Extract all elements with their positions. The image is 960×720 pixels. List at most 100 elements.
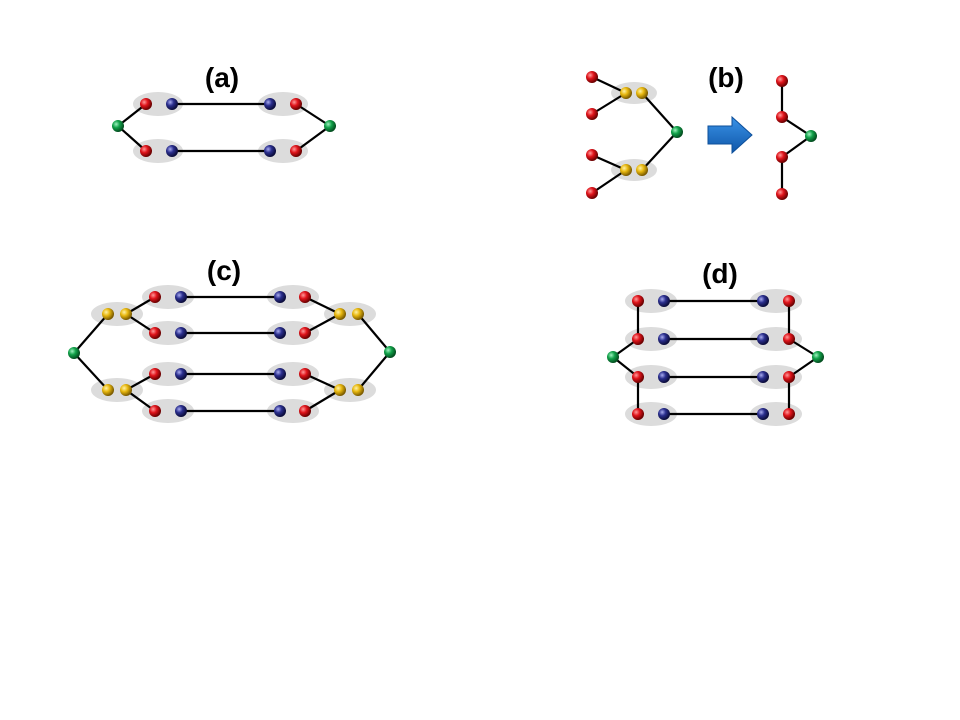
pair-highlight — [324, 378, 376, 402]
bond-line — [640, 130, 679, 172]
green-atom — [812, 351, 824, 363]
green-atom — [607, 351, 619, 363]
blue-atom — [658, 371, 670, 383]
yellow-atom — [636, 87, 648, 99]
red-atom — [149, 405, 161, 417]
pair-highlight — [324, 302, 376, 326]
yellow-atom — [102, 384, 114, 396]
yellow-atom — [620, 164, 632, 176]
bond-line — [590, 168, 628, 195]
bond-line — [72, 312, 110, 355]
pair-highlight — [91, 378, 143, 402]
red-atom — [149, 291, 161, 303]
blue-atom — [757, 408, 769, 420]
yellow-atom — [352, 384, 364, 396]
red-atom — [290, 98, 302, 110]
yellow-atom — [352, 308, 364, 320]
red-atom — [783, 371, 795, 383]
panel-d-diagram — [607, 289, 824, 426]
red-atom — [149, 327, 161, 339]
bond-line — [294, 102, 332, 128]
bond-line — [356, 350, 392, 392]
blue-atom — [175, 291, 187, 303]
yellow-atom — [636, 164, 648, 176]
pair-highlight — [258, 139, 308, 163]
red-atom — [299, 327, 311, 339]
yellow-atom — [620, 87, 632, 99]
red-atom — [140, 145, 152, 157]
red-atom — [299, 291, 311, 303]
panel-c-diagram — [68, 285, 396, 423]
blue-atom — [658, 408, 670, 420]
blue-atom — [175, 405, 187, 417]
red-atom — [776, 151, 788, 163]
red-atom — [632, 333, 644, 345]
panel-label-d: (d) — [702, 258, 738, 289]
red-atom — [632, 295, 644, 307]
yellow-atom — [334, 384, 346, 396]
green-atom — [68, 347, 80, 359]
blue-atom — [274, 291, 286, 303]
red-atom — [783, 333, 795, 345]
blue-atom — [264, 145, 276, 157]
bond-line — [590, 153, 628, 172]
red-atom — [776, 75, 788, 87]
red-atom — [776, 111, 788, 123]
panel-label-b: (b) — [708, 62, 744, 93]
green-atom — [324, 120, 336, 132]
blue-atom — [166, 145, 178, 157]
red-atom — [149, 368, 161, 380]
blue-atom — [757, 295, 769, 307]
red-atom — [586, 149, 598, 161]
bond-line — [303, 372, 342, 392]
bond-line — [356, 312, 392, 354]
bond-line — [72, 351, 110, 392]
blue-atom — [175, 368, 187, 380]
bond-line — [640, 91, 679, 134]
transform-arrow — [707, 115, 753, 155]
red-atom — [290, 145, 302, 157]
panel-label-a: (a) — [205, 62, 239, 93]
yellow-atom — [102, 308, 114, 320]
panel-label-c: (c) — [207, 255, 241, 286]
pair-highlight — [133, 92, 183, 116]
red-atom — [783, 295, 795, 307]
blue-atom — [264, 98, 276, 110]
red-atom — [299, 368, 311, 380]
blue-atom — [757, 333, 769, 345]
yellow-atom — [334, 308, 346, 320]
red-atom — [140, 98, 152, 110]
blue-atom — [757, 371, 769, 383]
blue-atom — [175, 327, 187, 339]
bond-line — [303, 388, 342, 413]
green-atom — [112, 120, 124, 132]
pair-highlight — [258, 92, 308, 116]
red-atom — [776, 188, 788, 200]
bond-line — [294, 124, 332, 153]
pair-highlight — [133, 139, 183, 163]
red-atom — [586, 71, 598, 83]
blue-atom — [658, 295, 670, 307]
bond-line — [116, 124, 148, 153]
blue-atom — [274, 405, 286, 417]
bond-line — [590, 75, 628, 95]
pair-highlight — [611, 159, 657, 181]
pair-highlight — [91, 302, 143, 326]
red-atom — [299, 405, 311, 417]
red-atom — [586, 108, 598, 120]
green-atom — [805, 130, 817, 142]
blue-atom — [274, 327, 286, 339]
panel-b-diagram — [586, 71, 817, 200]
yellow-atom — [120, 308, 132, 320]
green-atom — [671, 126, 683, 138]
blue-atom — [658, 333, 670, 345]
bond-line — [303, 312, 342, 335]
bond-line — [303, 295, 342, 316]
blue-atom — [166, 98, 178, 110]
red-atom — [632, 371, 644, 383]
red-atom — [783, 408, 795, 420]
bond-line — [590, 91, 628, 116]
green-atom — [384, 346, 396, 358]
blue-atom — [274, 368, 286, 380]
